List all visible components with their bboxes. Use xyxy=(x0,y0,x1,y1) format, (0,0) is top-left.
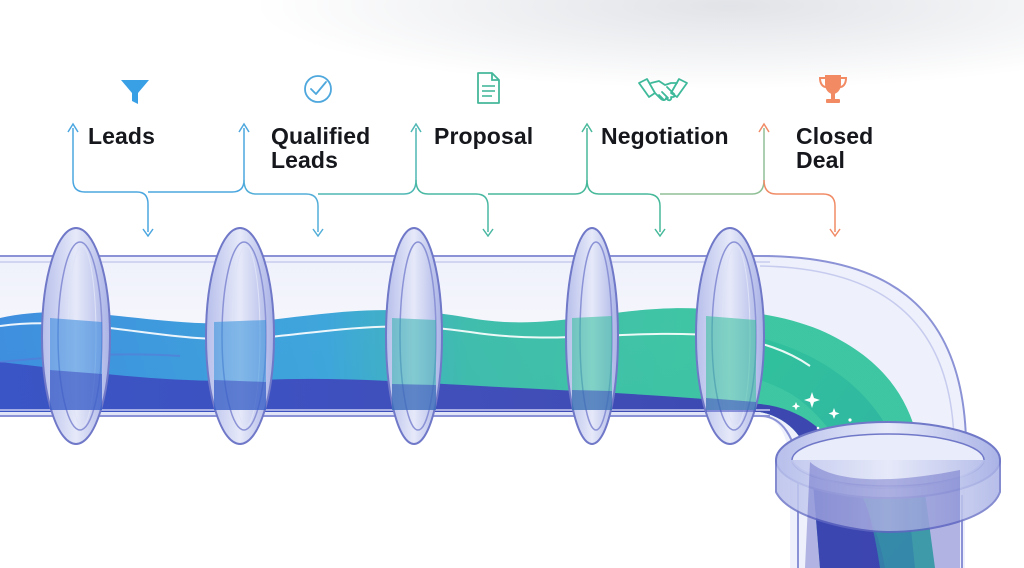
stage-label-proposal: Proposal xyxy=(434,123,534,149)
stage-label-leads: Leads xyxy=(88,123,155,149)
stage-label-closed-deal: Closed Deal xyxy=(796,123,874,173)
connector-qualified xyxy=(243,179,319,232)
stage-label-negotiation: Negotiation xyxy=(601,123,729,149)
connector-proposal xyxy=(415,179,489,232)
pipe-collar-bottom xyxy=(775,421,1001,534)
connector-closed xyxy=(763,179,836,232)
stage-label-qualified-leads: Qualified Leads xyxy=(271,123,371,173)
connector-negotiation xyxy=(586,179,661,232)
connector-lines xyxy=(67,122,841,238)
connector-leads xyxy=(72,128,149,232)
funnel-icon xyxy=(121,80,149,104)
pipe xyxy=(0,227,1001,568)
check-circle-icon xyxy=(304,75,332,103)
document-icon xyxy=(477,72,500,104)
handshake-icon xyxy=(638,78,688,102)
trophy-icon xyxy=(818,75,848,103)
